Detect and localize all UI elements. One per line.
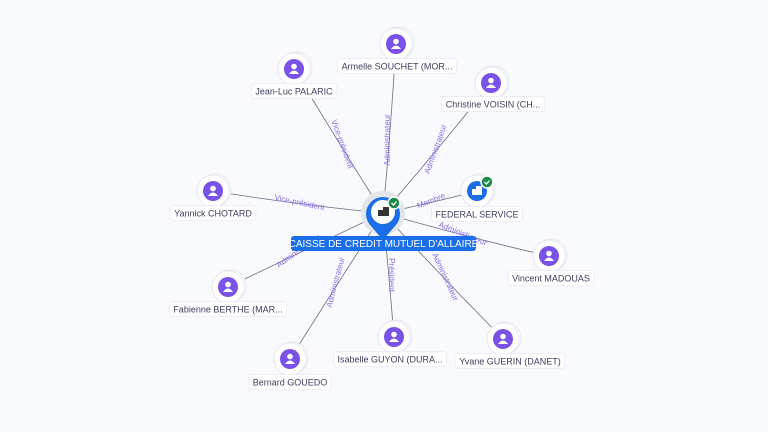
node-label: Jean-Luc PALARIC	[255, 87, 333, 97]
edge-label: Président	[387, 258, 396, 293]
node-label: Isabelle GUYON (DURA...	[337, 355, 442, 365]
node-label: Fabienne BERTHE (MAR...	[173, 305, 282, 315]
person-icon	[223, 281, 233, 292]
node-federal[interactable]: FEDERAL SERVICE	[430, 173, 524, 222]
node-armelle[interactable]: Armelle SOUCHET (MOR...	[337, 26, 457, 74]
node-christine[interactable]: Christine VOISIN (CH...	[441, 65, 545, 112]
edge-label: Administrateur	[423, 123, 449, 175]
person-icon	[486, 77, 496, 88]
edge-label: Vice-président	[329, 119, 355, 171]
edge-label: Administrateur	[383, 114, 392, 166]
verified-check-icon	[480, 175, 494, 189]
node-label: Christine VOISIN (CH...	[446, 100, 541, 110]
node-isabelle[interactable]: Isabelle GUYON (DURA...	[332, 319, 448, 367]
node-label: Bernard GOUEDO	[253, 378, 328, 388]
edge-label: Administrateur	[325, 256, 347, 308]
node-label: Yannick CHOTARD	[174, 209, 252, 219]
node-label: Armelle SOUCHET (MOR...	[342, 62, 453, 72]
building-icon	[378, 207, 389, 216]
edge-label: Administrateur	[430, 252, 460, 303]
center-label: CAISSE DE CREDIT MUTUEL D'ALLAIRE	[289, 239, 479, 250]
person-icon	[389, 331, 399, 342]
node-label: Vincent MADOUAS	[512, 274, 590, 284]
verified-check-icon	[387, 196, 401, 210]
node-label: FEDERAL SERVICE	[435, 210, 518, 220]
person-icon	[285, 353, 295, 364]
node-fabienne[interactable]: Fabienne BERTHE (MAR...	[168, 269, 288, 317]
center-node[interactable]: CAISSE DE CREDIT MUTUEL D'ALLAIRE	[289, 191, 479, 251]
person-icon	[498, 333, 508, 344]
building-icon	[472, 186, 482, 195]
node-jean-luc[interactable]: Jean-Luc PALARIC	[250, 51, 338, 99]
node-yvane[interactable]: Yvane GUERIN (DANET)	[454, 321, 566, 369]
edge-label: Vice-président	[274, 193, 327, 213]
node-yannick[interactable]: Yannick CHOTARD	[169, 173, 257, 221]
person-icon	[289, 63, 299, 74]
node-bernard[interactable]: Bernard GOUEDO	[248, 341, 332, 390]
node-label: Yvane GUERIN (DANET)	[459, 357, 561, 367]
person-icon	[208, 185, 218, 196]
person-icon	[544, 250, 554, 261]
person-icon	[391, 38, 401, 49]
node-vincent[interactable]: Vincent MADOUAS	[507, 238, 595, 286]
